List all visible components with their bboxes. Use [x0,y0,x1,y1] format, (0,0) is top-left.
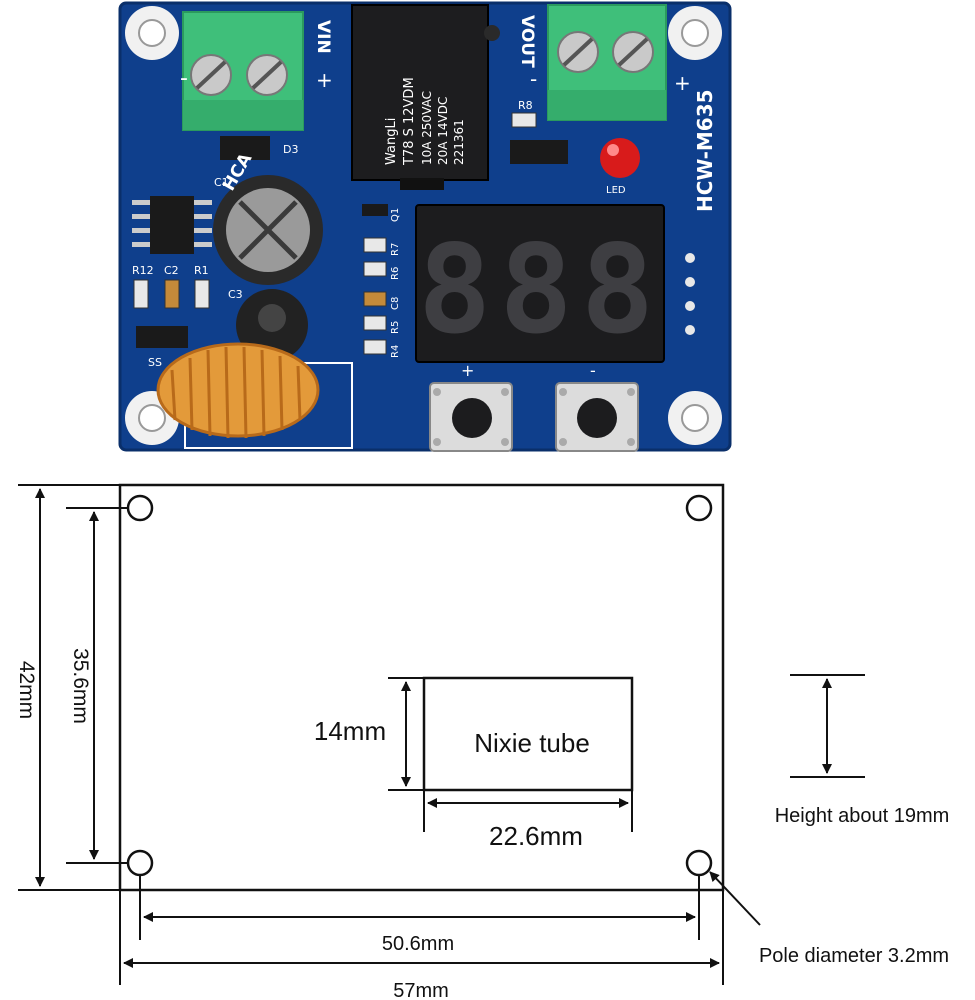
d3-label: D3 [283,143,298,156]
c8-label: C8 [390,297,401,310]
mounting-hole-br [668,391,722,445]
vout-minus-label: - [530,67,537,91]
relay-markings: WangLi T78 S 12VDM 10A 250VAC 20A 14VDC … [384,77,466,166]
hole-spacing-y-label: 35.6mm [69,648,92,724]
toroid-coil [156,342,353,449]
nixie-label: Nixie tube [474,728,590,758]
relay-code: 221361 [452,119,466,165]
relay-rating-ac: 10A 250VAC [420,91,434,165]
model-label: HCW-M635 [693,89,717,212]
input-terminal-block [182,11,304,131]
led-label: LED [606,185,626,196]
r6-label: R6 [390,267,401,280]
r12-label: R12 [132,264,154,277]
minus-button [555,382,639,452]
height-label: 42mm [15,661,38,719]
plus-button [429,382,513,452]
display-digits: 888 [418,219,662,361]
height-note: Height about 19mm [775,805,950,827]
diode-ss [136,326,188,348]
board-outline [118,483,725,892]
dimension-drawing [118,483,725,892]
mounting-hole-tl [125,6,179,60]
relay: WangLi T78 S 12VDM 10A 250VAC 20A 14VDC … [351,4,500,190]
width-label: 57mm [393,980,449,1000]
r8-label: R8 [518,99,533,112]
r4-label: R4 [390,345,401,358]
hole-bl [126,849,154,877]
dimension-lines [18,484,865,985]
vout-label: VOUT [517,15,537,68]
relay-brand: WangLi [384,118,399,165]
relay-rating-dc: 20A 14VDC [436,97,450,165]
button-minus-label: - [590,361,596,380]
r1-label: R1 [194,264,209,277]
mounting-hole-tr [668,6,722,60]
pcb-board: - + VIN D3 WangLi T78 S 12VDM 10A 250VAC… [118,1,732,452]
q1-label: Q1 [390,208,401,222]
capacitor-c1 [213,175,323,285]
status-led [600,138,640,178]
hole-spacing-x-label: 50.6mm [382,933,454,955]
seven-segment-display: 888 [415,204,665,363]
smd-column [362,204,388,355]
inductor-core [236,289,308,361]
ss-label: SS [148,356,162,369]
vin-label: VIN [313,20,333,54]
dimension-labels: 42mm 35.6mm 50.6mm 57mm 14mm Nixie tube … [15,648,949,1000]
r5-label: R5 [390,321,401,334]
nixie-height-label: 14mm [314,716,386,746]
display-pins [685,253,695,335]
nixie-tube-outline [422,676,634,792]
c1-label: C1 [214,176,229,189]
hole-tl [126,494,154,522]
diode-d3 [220,136,270,160]
vin-minus-label: - [180,66,188,91]
hole-tr [685,494,713,522]
ic-chip [132,196,212,254]
relay-model: T78 S 12VDM [402,77,417,166]
button-plus-label: + [461,361,474,380]
c2-label: C2 [164,264,179,277]
nixie-width-label: 22.6mm [489,821,583,851]
vin-plus-label: + [316,68,333,92]
hole-br [685,849,713,877]
hole-leader-line [709,871,761,926]
hole-note: Pole diameter 3.2mm [759,945,949,967]
r7-label: R7 [390,243,401,256]
output-terminal-block [547,4,667,121]
vout-plus-label: + [674,71,691,95]
transistor [510,140,568,164]
c3-label: C3 [228,288,243,301]
